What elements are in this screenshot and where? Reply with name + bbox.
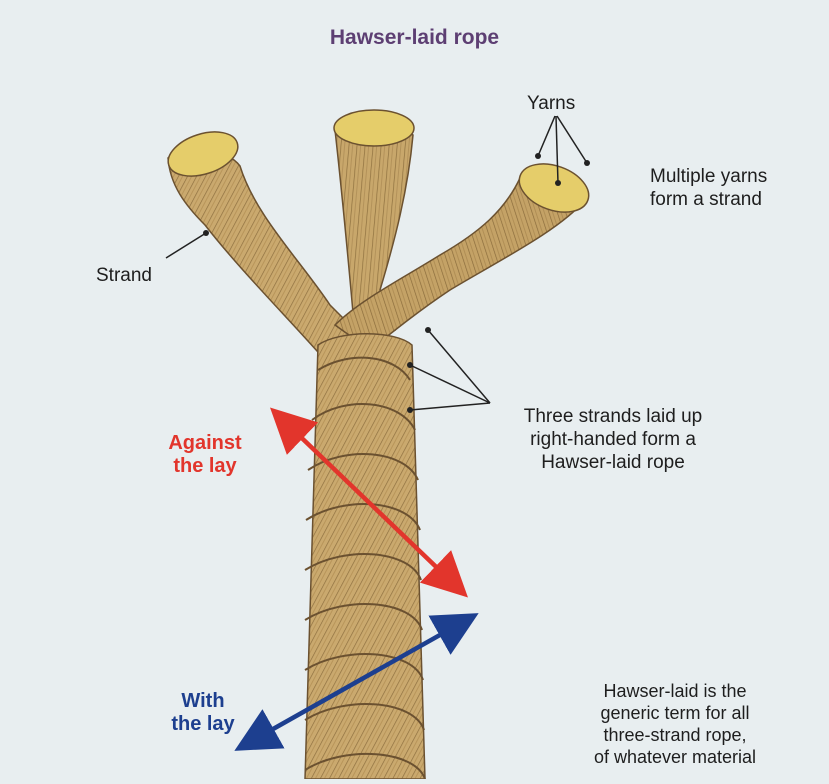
multiple-yarns-line-2: form a strand xyxy=(650,188,767,211)
multiple-yarns-label: Multiple yarns form a strand xyxy=(650,165,767,211)
three-strands-leader-2 xyxy=(410,365,490,403)
three-strands-line-1: Three strands laid up xyxy=(493,405,733,428)
yarns-label: Yarns xyxy=(527,92,575,115)
hawser-note: Hawser-laid is the generic term for all … xyxy=(565,680,785,768)
multiple-yarns-line-1: Multiple yarns xyxy=(650,165,767,188)
three-strands-line-3: Hawser-laid rope xyxy=(493,451,733,474)
strand-label: Strand xyxy=(96,264,152,287)
hawser-note-line-1: Hawser-laid is the xyxy=(565,680,785,702)
with-line-1: With xyxy=(148,690,258,713)
three-strands-leader-3 xyxy=(410,403,490,410)
center-yarn-ends xyxy=(334,110,414,146)
with-the-lay-label: With the lay xyxy=(148,690,258,736)
hawser-note-line-4: of whatever material xyxy=(565,746,785,768)
laid-rope xyxy=(305,334,425,779)
against-the-lay-label: Against the lay xyxy=(150,432,260,478)
hawser-note-line-3: three-strand rope, xyxy=(565,724,785,746)
diagram-title: Hawser-laid rope xyxy=(0,26,829,50)
yarns-leader-3 xyxy=(557,116,587,163)
against-line-1: Against xyxy=(150,432,260,455)
strand-leader xyxy=(166,233,206,258)
against-line-2: the lay xyxy=(150,455,260,478)
hawser-note-line-2: generic term for all xyxy=(565,702,785,724)
three-strands-leader-1 xyxy=(428,330,490,403)
three-strands-label: Three strands laid up right-handed form … xyxy=(493,405,733,474)
yarns-leader-1 xyxy=(538,116,555,156)
three-strands-line-2: right-handed form a xyxy=(493,428,733,451)
with-line-2: the lay xyxy=(148,713,258,736)
